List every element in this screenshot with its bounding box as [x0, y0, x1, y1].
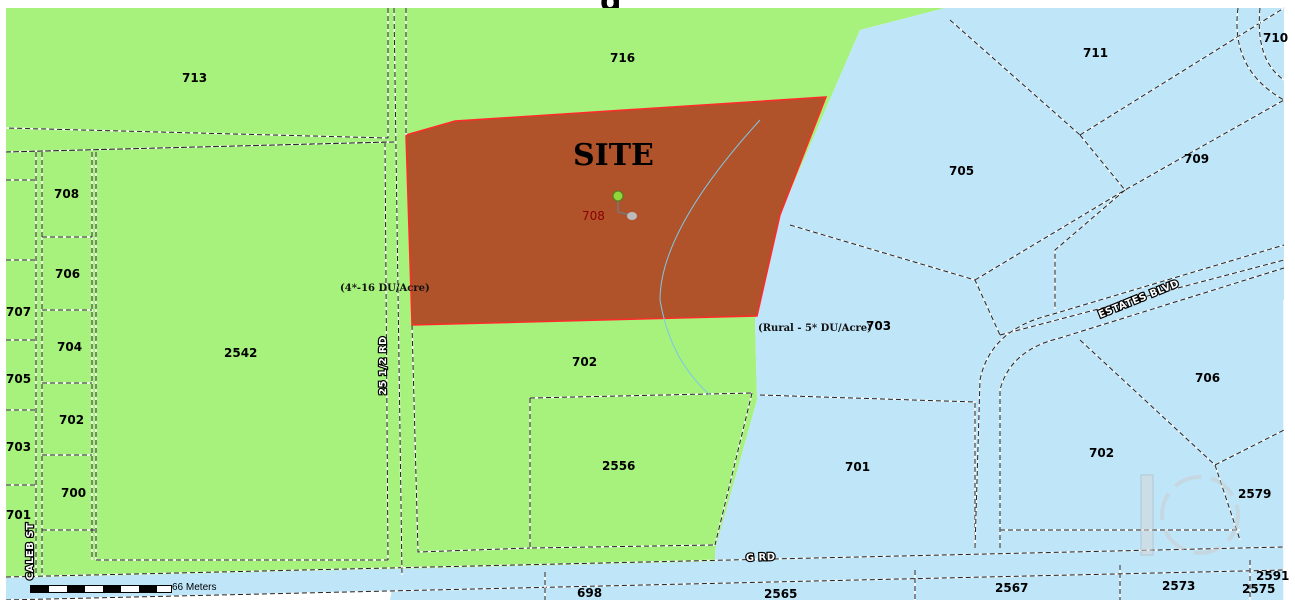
parcel-label: 703: [6, 440, 31, 454]
site-parcel-number: 708: [582, 209, 605, 223]
parcel-label: 711: [1083, 46, 1108, 60]
parcel-label: 702: [572, 355, 597, 369]
zone-rural-area: [390, 8, 1284, 600]
road-label-g-rd: G RD: [746, 552, 776, 564]
zone-label-medium-density: (4*-16 DU/Acre): [340, 283, 430, 294]
parcel-label: 706: [1195, 371, 1220, 385]
site-parcel[interactable]: [405, 96, 828, 326]
parcel-label: 713: [182, 71, 207, 85]
parcel-label: 707: [6, 305, 31, 319]
parcel-label: 2579: [1238, 487, 1271, 501]
parcel-label: 702: [59, 413, 84, 427]
parcel-label: 698: [577, 586, 602, 600]
parcel-label: 706: [55, 267, 80, 281]
site-location-pin[interactable]: [612, 190, 637, 220]
scale-bar-graphic: [30, 585, 172, 593]
parcel-label: 703: [866, 319, 891, 333]
parcel-label: 701: [845, 460, 870, 474]
site-title: SITE: [573, 138, 654, 173]
parcel-label: 708: [54, 187, 79, 201]
parcel-label: 705: [6, 372, 31, 386]
parcel-label: 702: [1089, 446, 1114, 460]
parcel-label: 2565: [764, 587, 797, 600]
zone-label-rural: (Rural - 5* DU/Acre): [758, 323, 872, 334]
parcel-label: 716: [610, 51, 635, 65]
road-label-25-half-rd: 25 1/2 RD: [378, 336, 389, 395]
road-label-caleb-st: CALEB ST: [25, 523, 36, 580]
parcel-label: 2567: [995, 581, 1028, 595]
parcel-label: 700: [61, 486, 86, 500]
parcel-label: 2556: [602, 459, 635, 473]
parcel-label: 709: [1184, 152, 1209, 166]
scale-bar-label: 66 Meters: [172, 582, 217, 593]
parcel-labels: 713 716 711 710 709 708 705 706 707 704 …: [6, 31, 1289, 600]
parcel-label: 2591: [1256, 569, 1289, 583]
watermark-logo-icon: [1140, 474, 1240, 556]
parcel-label: 705: [949, 164, 974, 178]
parcel-label: 704: [57, 340, 82, 354]
road-g-rd: [6, 548, 1284, 600]
parcel-label: 701: [6, 508, 31, 522]
parcel-label: 710: [1263, 31, 1288, 45]
parcel-lines: [5, 7, 1285, 600]
parcel-label: 2575: [1242, 582, 1275, 596]
parcel-label: 2573: [1162, 579, 1195, 593]
parcel-label: 2542: [224, 346, 257, 360]
